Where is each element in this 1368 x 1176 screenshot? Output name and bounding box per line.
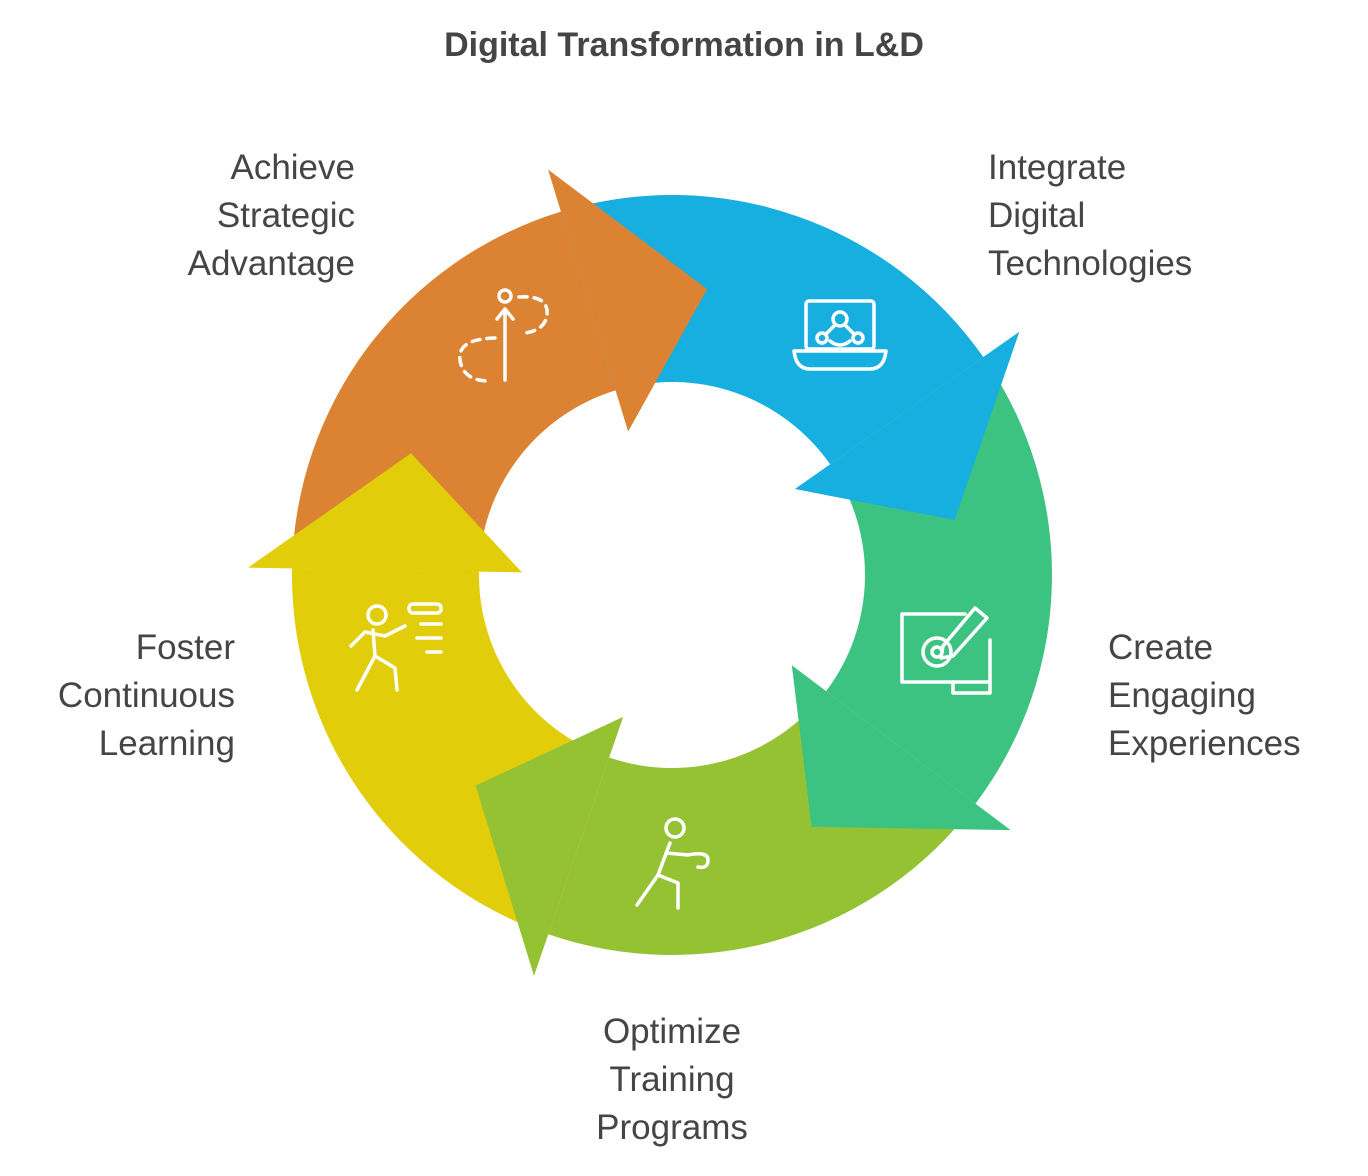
label-integrate: Integrate Digital Technologies xyxy=(988,144,1192,288)
cycle-arrowhead-achieve xyxy=(548,169,708,432)
label-line: Training xyxy=(609,1060,735,1099)
label-optimize: Optimize Training Programs xyxy=(522,1008,822,1152)
label-line: Digital xyxy=(988,196,1086,235)
label-line: Advantage xyxy=(187,244,355,283)
label-line: Programs xyxy=(596,1108,748,1147)
target-progress-icon xyxy=(458,288,549,383)
laptop-network-icon xyxy=(792,299,888,371)
label-line: Continuous xyxy=(57,676,235,715)
label-create: Create Engaging Experiences xyxy=(1108,624,1301,768)
label-line: Foster xyxy=(135,628,235,667)
label-foster: Foster Continuous Learning xyxy=(0,624,235,768)
label-line: Achieve xyxy=(230,148,355,187)
label-line: Strategic xyxy=(216,196,355,235)
label-line: Technologies xyxy=(988,244,1193,283)
label-line: Create xyxy=(1108,628,1214,667)
cycle-arrowhead-optimize xyxy=(475,716,624,976)
person-training-icon xyxy=(635,817,710,910)
cycle-arrowhead-create xyxy=(791,665,1011,831)
label-line: Learning xyxy=(98,724,235,763)
label-line: Engaging xyxy=(1108,676,1256,715)
person-running-icon xyxy=(349,602,443,692)
label-line: Optimize xyxy=(602,1012,742,1051)
label-line: Experiences xyxy=(1108,724,1301,763)
design-screen-pencil-icon xyxy=(900,606,992,695)
label-achieve: Achieve Strategic Advantage xyxy=(100,144,355,288)
cycle-arrowhead-foster xyxy=(248,453,523,573)
cycle-arrowhead-integrate xyxy=(794,331,1020,521)
diagram-title: Digital Transformation in L&D xyxy=(444,26,924,64)
label-line: Integrate xyxy=(988,148,1127,187)
